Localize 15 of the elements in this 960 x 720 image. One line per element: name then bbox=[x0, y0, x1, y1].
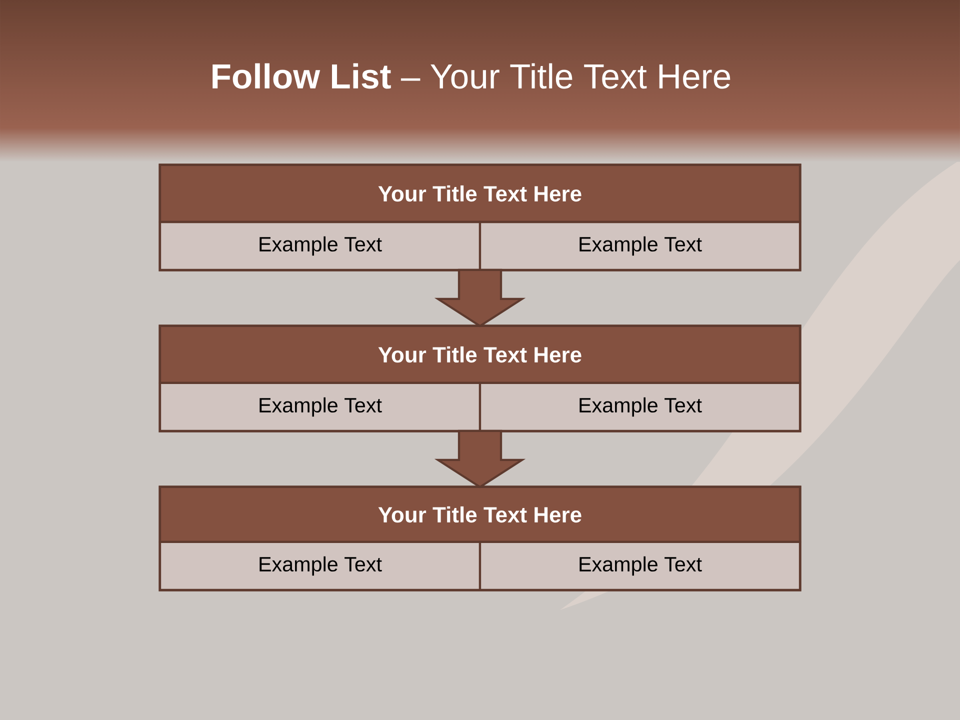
group-frame bbox=[158, 324, 802, 432]
text-cell: Example Text bbox=[478, 540, 802, 592]
text-cell: Example Text bbox=[158, 540, 482, 592]
block-arrow bbox=[434, 268, 526, 328]
text-cell: Example Text bbox=[158, 220, 482, 272]
block-arrow bbox=[434, 430, 526, 488]
group-frame bbox=[158, 164, 802, 272]
title-bar: Your Title Text Here bbox=[158, 486, 802, 544]
title-bar: Your Title Text Here bbox=[158, 324, 802, 384]
slide-title: Follow List – Your Title Text Here bbox=[212, 63, 730, 89]
group-frame bbox=[158, 486, 802, 592]
text-cell: Example Text bbox=[478, 220, 802, 272]
title-bar: Your Title Text Here bbox=[158, 164, 802, 224]
text-cell: Example Text bbox=[158, 382, 482, 432]
text-cell: Example Text bbox=[478, 382, 802, 432]
